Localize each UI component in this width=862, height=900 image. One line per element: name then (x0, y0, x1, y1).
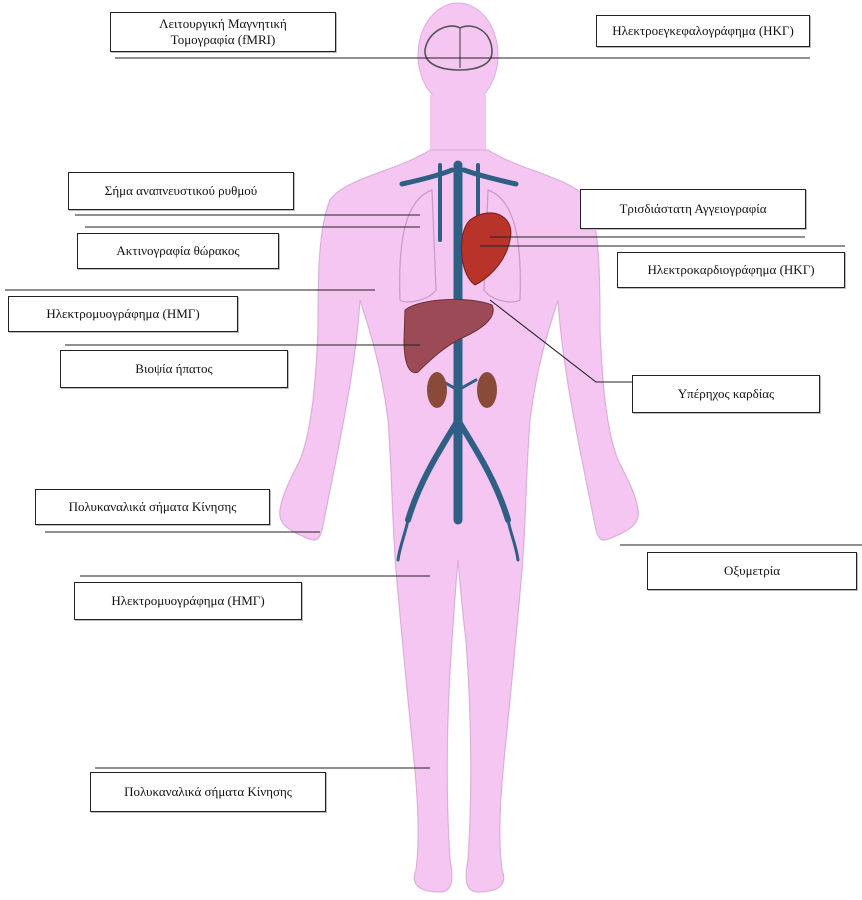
liver-biopsy-label: Βιοψία ήπατος (60, 350, 288, 388)
right-kidney (477, 372, 497, 408)
eeg-label: Ηλεκτροεγκεφαλογράφημα (ΗΚΓ) (596, 15, 810, 47)
motion-lower-label: Πολυκαναλικά σήματα Κίνησης (90, 772, 326, 812)
left-kidney (427, 372, 447, 408)
fmri-label-line1: Λειτουργική Μαγνητική (159, 16, 287, 32)
emg-upper-label: Ηλεκτρομυογράφημα (ΗΜΓ) (8, 296, 238, 332)
fmri-label: Λειτουργική Μαγνητική Τομογραφία (fMRI) (110, 12, 336, 52)
emg-lower-label: Ηλεκτρομυογράφημα (ΗΜΓ) (74, 582, 302, 620)
oximetry-label: Οξυμετρία (647, 552, 857, 590)
respiratory-label: Σήμα αναπνευστικού ρυθμού (68, 172, 294, 210)
echo-label: Υπέρηχος καρδίας (632, 375, 820, 413)
ecg-label: Ηλεκτροκαρδιογράφημα (ΗΚΓ) (617, 252, 845, 288)
chest-xray-label: Ακτινογραφία θώρακος (77, 233, 279, 269)
angiography-label: Τρισδιάστατη Αγγειογραφία (580, 189, 806, 229)
fmri-label-line2: Τομογραφία (fMRI) (171, 32, 276, 48)
motion-upper-label: Πολυκαναλικά σήματα Κίνησης (35, 489, 270, 525)
